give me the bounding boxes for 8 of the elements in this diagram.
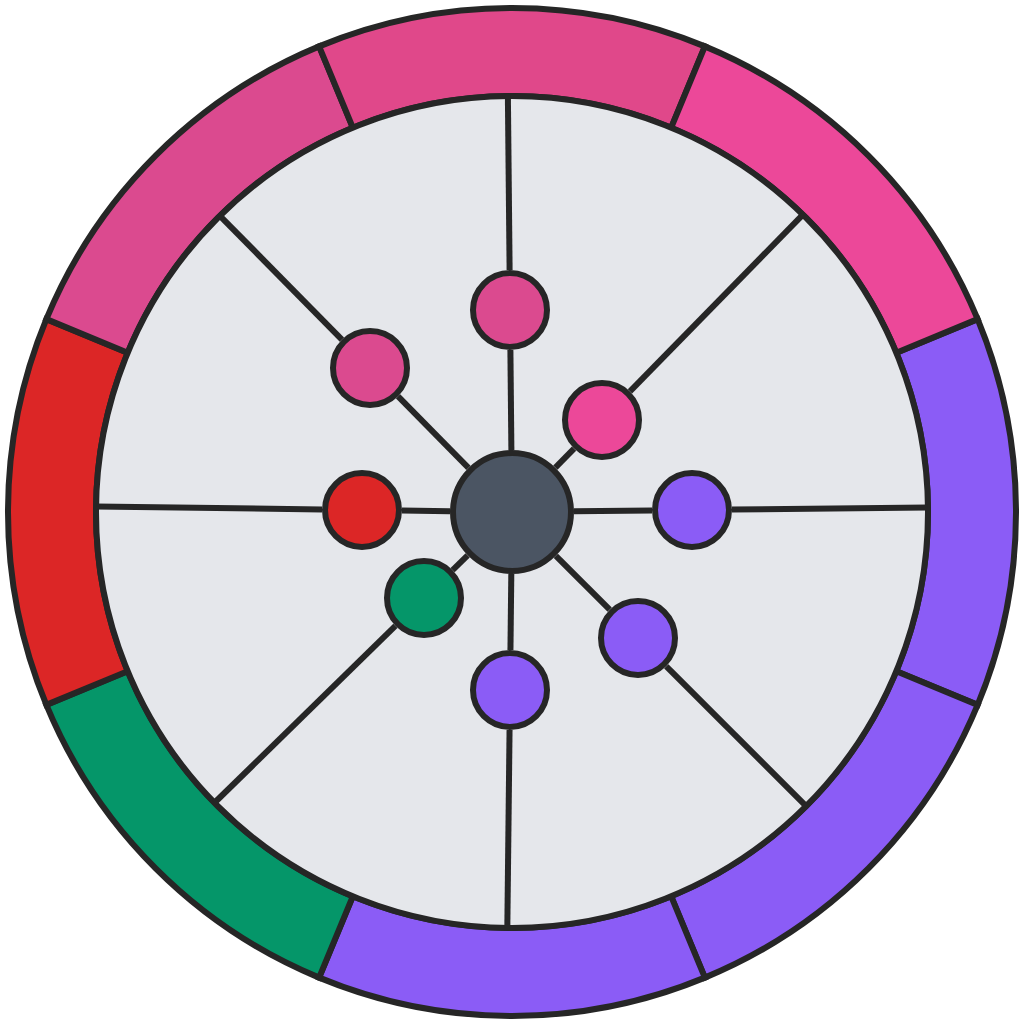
connector-line <box>573 507 653 515</box>
connector-line <box>553 446 577 470</box>
connector-line <box>401 507 451 515</box>
connector-line <box>553 553 612 612</box>
connector-line <box>507 349 515 451</box>
connector-line <box>450 553 470 573</box>
connector-line <box>507 573 515 651</box>
connector-line <box>395 394 471 470</box>
